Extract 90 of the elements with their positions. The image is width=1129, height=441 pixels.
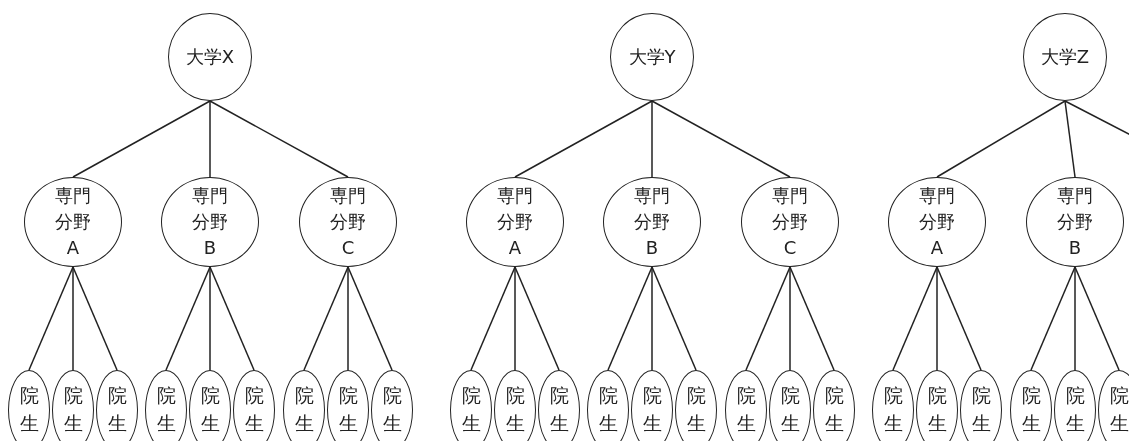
student-ellipse <box>52 370 94 441</box>
field-label: 専門分野B <box>1056 184 1094 260</box>
connector-line <box>514 100 653 178</box>
student-label: 院生 <box>882 383 904 436</box>
student-label: 院生 <box>337 383 359 436</box>
field-label: 専門分野A <box>918 184 956 260</box>
student-label: 院生 <box>1020 383 1042 436</box>
student-ellipse <box>1054 370 1096 441</box>
connector-line <box>28 266 74 371</box>
student-label: 院生 <box>548 383 570 436</box>
student-label: 院生 <box>460 383 482 436</box>
student-ellipse <box>8 370 50 441</box>
student-ellipse <box>145 370 187 441</box>
student-label: 院生 <box>779 383 801 436</box>
student-ellipse <box>450 370 492 441</box>
connector-line <box>209 100 211 178</box>
student-ellipse <box>538 370 580 441</box>
connector-line <box>789 266 835 371</box>
field-label: 専門分野B <box>191 184 229 260</box>
student-ellipse <box>872 370 914 441</box>
student-ellipse <box>960 370 1002 441</box>
connector-line <box>1064 100 1076 178</box>
connector-line <box>936 266 938 371</box>
student-label: 院生 <box>381 383 403 436</box>
university-label: 大学Y <box>628 45 676 69</box>
student-label: 院生 <box>1108 383 1129 436</box>
student-ellipse <box>233 370 275 441</box>
student-label: 院生 <box>504 383 526 436</box>
student-label: 院生 <box>597 383 619 436</box>
connector-line <box>347 266 393 371</box>
connector-line <box>209 100 349 178</box>
student-ellipse <box>189 370 231 441</box>
student-label: 院生 <box>18 383 40 436</box>
connector-line <box>347 266 349 371</box>
student-label: 院生 <box>685 383 707 436</box>
field-label: 専門分野C <box>771 184 809 260</box>
connector-line <box>72 100 211 178</box>
connector-line <box>892 266 938 371</box>
connector-line <box>514 266 516 371</box>
connector-line <box>165 266 211 371</box>
connector-line <box>209 266 211 371</box>
student-label: 院生 <box>293 383 315 436</box>
connector-line <box>303 266 349 371</box>
connector-line <box>936 100 1066 178</box>
university-label: 大学Z <box>1040 45 1090 69</box>
connector-line <box>72 266 74 371</box>
student-label: 院生 <box>199 383 221 436</box>
connector-line <box>1074 266 1076 371</box>
student-label: 院生 <box>926 383 948 436</box>
student-label: 院生 <box>243 383 265 436</box>
student-ellipse <box>1010 370 1052 441</box>
student-label: 院生 <box>1064 383 1086 436</box>
student-label: 院生 <box>155 383 177 436</box>
connector-line <box>789 266 791 371</box>
connector-line <box>607 266 653 371</box>
student-ellipse <box>675 370 717 441</box>
university-label: 大学X <box>185 45 235 69</box>
connector-line <box>651 100 791 178</box>
connector-line <box>1074 266 1120 371</box>
student-ellipse <box>813 370 855 441</box>
field-label: 専門分野C <box>329 184 367 260</box>
connector-line <box>745 266 791 371</box>
student-ellipse <box>769 370 811 441</box>
connector-line <box>470 266 516 371</box>
student-ellipse <box>587 370 629 441</box>
student-ellipse <box>96 370 138 441</box>
student-ellipse <box>371 370 413 441</box>
student-label: 院生 <box>735 383 757 436</box>
connector-line <box>72 266 118 371</box>
student-label: 院生 <box>106 383 128 436</box>
student-ellipse <box>283 370 325 441</box>
connector-line <box>651 266 653 371</box>
connector-line <box>209 266 255 371</box>
connector-line <box>651 100 653 178</box>
student-ellipse <box>494 370 536 441</box>
student-label: 院生 <box>823 383 845 436</box>
connector-line <box>651 266 697 371</box>
connector-line <box>936 266 982 371</box>
connector-line <box>1030 266 1076 371</box>
student-ellipse <box>916 370 958 441</box>
student-label: 院生 <box>62 383 84 436</box>
student-ellipse <box>725 370 767 441</box>
student-label: 院生 <box>641 383 663 436</box>
student-ellipse <box>631 370 673 441</box>
field-label: 専門分野B <box>633 184 671 260</box>
student-label: 院生 <box>970 383 992 436</box>
field-label: 専門分野A <box>54 184 92 260</box>
field-label: 専門分野A <box>496 184 534 260</box>
connector-line <box>514 266 560 371</box>
student-ellipse <box>327 370 369 441</box>
